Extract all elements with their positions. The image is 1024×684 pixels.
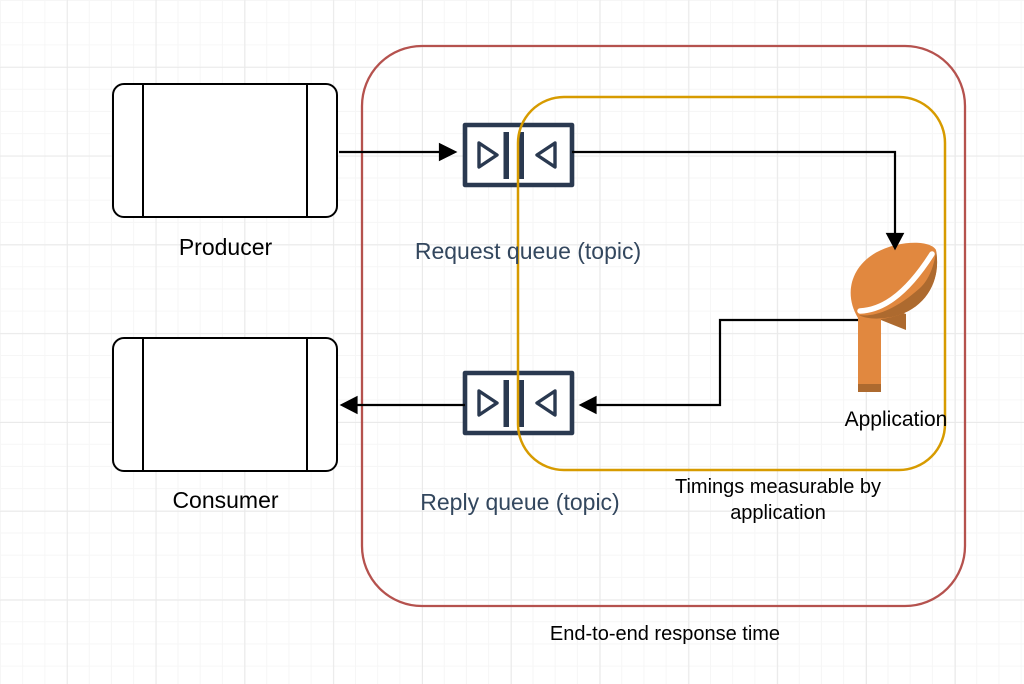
reply-queue-label: Reply queue (topic) xyxy=(420,489,620,515)
node-divider-line xyxy=(142,339,144,470)
flow-arrows xyxy=(339,142,905,415)
consumer-label: Consumer xyxy=(172,487,279,513)
end-to-end-boundary xyxy=(360,44,967,608)
arrow-application-to-reply-queue xyxy=(595,318,858,407)
application-leaf-icon xyxy=(850,242,938,392)
producer-node xyxy=(112,83,338,218)
consumer-node xyxy=(112,337,338,472)
application-label: Application xyxy=(844,408,948,431)
producer-label: Producer xyxy=(178,234,273,260)
arrow-request-queue-to-application xyxy=(572,150,897,234)
node-divider-line xyxy=(142,85,144,216)
app-timings-caption: Timings measurable by application xyxy=(674,476,881,524)
request-queue-label: Request queue (topic) xyxy=(414,238,642,264)
end-to-end-caption: End-to-end response time xyxy=(549,623,781,645)
app-timings-boundary xyxy=(516,95,947,472)
node-divider-line xyxy=(306,339,308,470)
node-divider-line xyxy=(306,85,308,216)
